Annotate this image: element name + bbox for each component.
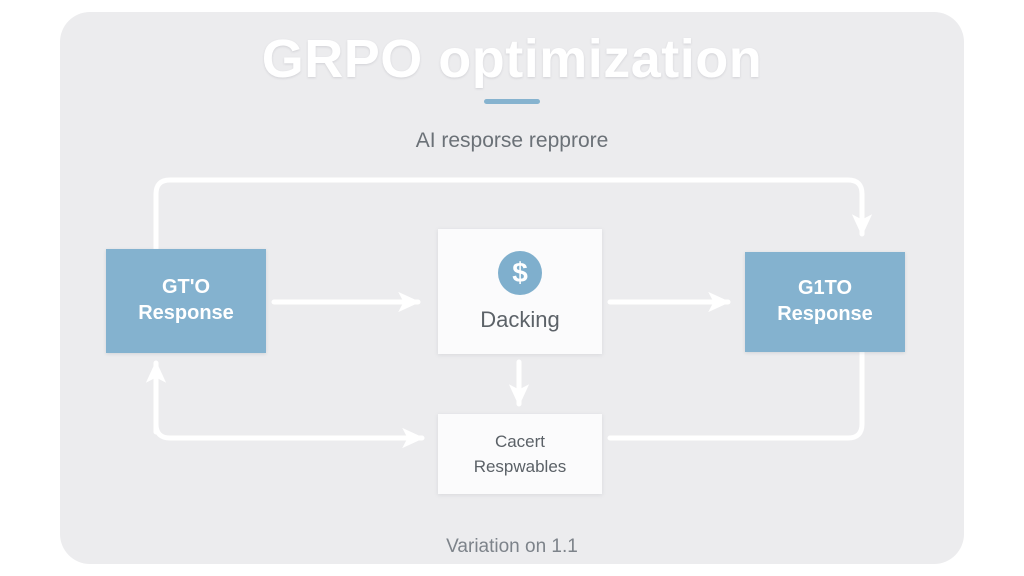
node-right-response[interactable]: G1TO Response <box>745 252 905 352</box>
node-left-response-line2: Response <box>138 302 234 324</box>
page-title: GRPO optimization <box>261 29 763 89</box>
node-right-response-line2: Response <box>777 303 873 325</box>
page-subtitle: AI resporse repprore <box>415 129 609 152</box>
node-right-response-line1: G1TO <box>797 277 853 300</box>
connector-bottom-to-box <box>153 361 425 449</box>
node-bottom-box[interactable]: Cacert Respwables <box>438 414 602 494</box>
connector-right-to-bottom <box>607 349 865 441</box>
dollar-icon: $ <box>498 250 542 295</box>
node-left-response-line1: GT'O <box>161 276 211 299</box>
page-footnote: Variation on 1.1 <box>446 536 578 557</box>
title-accent-divider <box>484 99 540 104</box>
node-bottom-box-line2: Respwables <box>473 457 567 476</box>
node-bottom-box-line1: Cacert <box>494 431 546 451</box>
diagram-card: GRPO optimization AI resporse repprore <box>60 12 964 564</box>
node-center-scoring-label: Dacking <box>480 306 560 332</box>
node-center-scoring[interactable]: $ Dacking <box>438 229 602 354</box>
node-left-response[interactable]: GT'O Response <box>106 249 266 353</box>
